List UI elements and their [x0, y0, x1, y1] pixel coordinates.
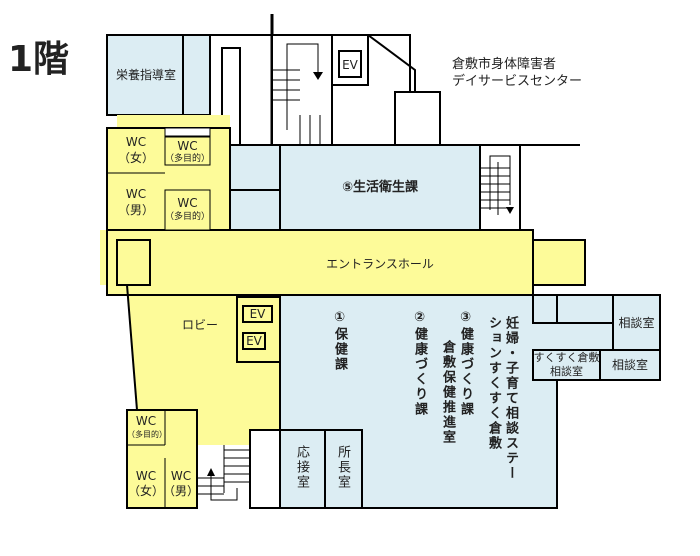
wc-f2-sub: （女）	[127, 484, 164, 498]
wc-block-lower	[126, 409, 198, 509]
soudan-room-1	[612, 294, 661, 351]
kenko-label: ②健康づくり課	[412, 310, 427, 417]
soudan1-label: 相談室	[618, 316, 655, 330]
wc-m-sub: （男）	[117, 203, 154, 217]
ev2-box	[242, 332, 266, 350]
ev1-label: EV	[249, 307, 266, 321]
nutrition-label: 栄養指導室	[115, 68, 176, 82]
stair-right	[479, 144, 521, 231]
ev2-label: EV	[246, 334, 262, 348]
ev-top-label: EV	[342, 58, 358, 72]
sukusuku-sub: 相談室	[550, 365, 583, 378]
wc-multi3-label: WC	[135, 414, 157, 428]
wc-f-sub: （女）	[117, 151, 154, 165]
entrance-label: エントランスホール	[326, 257, 434, 271]
seikatsu-label: ⑤生活衛生課	[341, 180, 418, 195]
suishin-label: 倉敷保健推進室	[440, 340, 455, 445]
ninpu-label-2: ションすくすく倉敷	[486, 316, 501, 451]
wc-m2-sub: （男）	[163, 484, 200, 498]
floor-label: 1階	[8, 39, 70, 80]
shochou-room	[324, 429, 363, 509]
wc-multi1-sub: （多目的）	[165, 154, 211, 164]
entrance-left-box	[116, 239, 151, 286]
soudan2-label: 相談室	[611, 358, 648, 372]
up-arrow-icon	[207, 468, 215, 476]
wc-f-label: WC	[125, 135, 147, 149]
soudan-room-2	[599, 349, 661, 381]
ousetsu-room	[279, 429, 326, 509]
ev-top-box	[338, 50, 362, 78]
nutrition-side	[182, 34, 211, 116]
down-arrow-icon	[313, 72, 323, 80]
kenko3-label: ③健康づくり課	[458, 310, 473, 417]
building-label-line1: 倉敷市身体障害者	[452, 57, 557, 72]
wc-multi2-label: WC	[177, 196, 198, 210]
ninpu-label-1: 妊婦・子育て相談ステー	[503, 316, 518, 481]
wc-multi-2	[164, 189, 211, 231]
diagonal-wall	[367, 34, 416, 92]
entrance-hall	[106, 229, 534, 296]
wc-m2-label: WC	[170, 469, 192, 483]
lobby-label: ロビー	[181, 318, 218, 332]
wc-multi1-label: WC	[177, 139, 198, 153]
wc-multi2-sub: （多目的）	[165, 212, 211, 222]
stair-bottom	[197, 445, 250, 501]
hoken-label: ①保健課	[332, 310, 347, 372]
wc-f2-label: WC	[135, 469, 157, 483]
ousetsu-label: 応接室	[294, 445, 309, 490]
sukusuku-label: すくすく倉敷	[533, 351, 600, 364]
ev1-box	[242, 305, 273, 323]
entrance-ext	[532, 239, 586, 286]
wc-m-label: WC	[125, 187, 147, 201]
wc-multi3-sub: （多目的）	[127, 430, 167, 439]
top-box	[394, 91, 441, 146]
building-label-line2: デイサービスセンター	[452, 74, 583, 89]
lobby-wall	[126, 284, 138, 411]
down-arrow-icon	[506, 207, 514, 214]
stair-top-steps	[272, 43, 321, 145]
nutrition-room	[106, 34, 184, 116]
wc-multi-1	[164, 136, 211, 166]
shochou-label: 所長室	[335, 445, 350, 490]
